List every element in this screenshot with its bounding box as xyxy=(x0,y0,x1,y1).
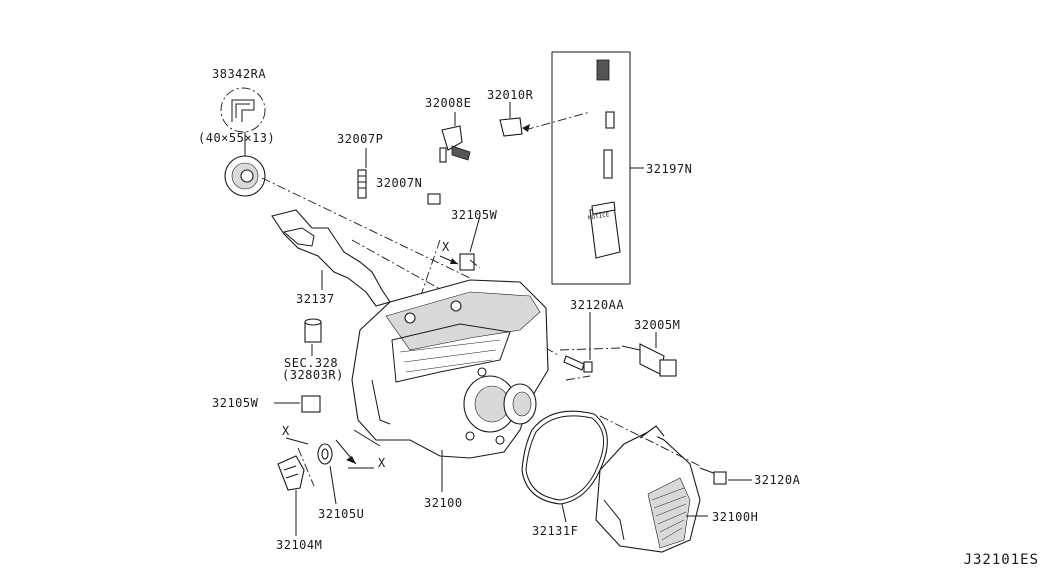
bolt-32120aa-part xyxy=(563,312,593,381)
seal-callout-icon xyxy=(220,87,266,133)
label-38342ra: 38342RA xyxy=(212,67,267,81)
label-32803r: (32803R) xyxy=(282,368,344,382)
label-x-bottom: X xyxy=(378,456,386,470)
label-32005m: 32005M xyxy=(634,318,681,332)
bushing-top-part xyxy=(459,215,481,271)
clip-32010r-part xyxy=(499,102,591,137)
plug-32008e-part xyxy=(439,112,471,163)
label-32007n: 32007N xyxy=(376,176,423,190)
x-marker-top xyxy=(439,255,459,265)
bushing-left-part xyxy=(274,395,321,413)
label-x-top: X xyxy=(442,240,450,254)
gasket-32131f-part xyxy=(521,410,608,523)
x-marker-left xyxy=(285,437,315,487)
label-32007p: 32007P xyxy=(337,132,384,146)
label-32105w-left: 32105W xyxy=(212,396,259,410)
breather-hose-part xyxy=(406,193,441,235)
label-32137: 32137 xyxy=(296,292,335,306)
label-32100: 32100 xyxy=(424,496,463,510)
label-32105w-top: 32105W xyxy=(451,208,498,222)
dash-line-hose xyxy=(419,239,441,299)
cover-32100h-part xyxy=(595,425,708,553)
sensor-32005m-part xyxy=(559,332,677,377)
label-32100h: 32100H xyxy=(712,510,759,524)
bolt-32120a-part xyxy=(599,415,752,485)
washer-32105u-part xyxy=(317,439,374,505)
label-32120a: 32120A xyxy=(754,473,801,487)
pin-32007p-part xyxy=(357,148,367,199)
transmission-case-part xyxy=(351,279,549,492)
label-32010r: 32010R xyxy=(487,88,534,102)
shift-rod-box xyxy=(551,51,644,285)
label-32197n: 32197N xyxy=(646,162,693,176)
label-32008e: 32008E xyxy=(425,96,472,110)
label-x-left: X xyxy=(282,424,290,438)
label-32120aa: 32120AA xyxy=(570,298,625,312)
dash-line-seal xyxy=(261,177,471,279)
label-32131f: 32131F xyxy=(532,524,579,538)
label-32105u: 32105U xyxy=(318,507,365,521)
sec328-part xyxy=(304,318,322,356)
plug-32104m-part xyxy=(277,455,305,536)
gasket-32137-part xyxy=(271,209,391,307)
label-32104m: 32104M xyxy=(276,538,323,552)
diagram-code: J32101ES xyxy=(963,552,1039,568)
label-seal-size: (40×55×13) xyxy=(198,131,276,145)
label-sec328: SEC.328 xyxy=(284,356,339,370)
oil-seal-part xyxy=(224,132,266,197)
